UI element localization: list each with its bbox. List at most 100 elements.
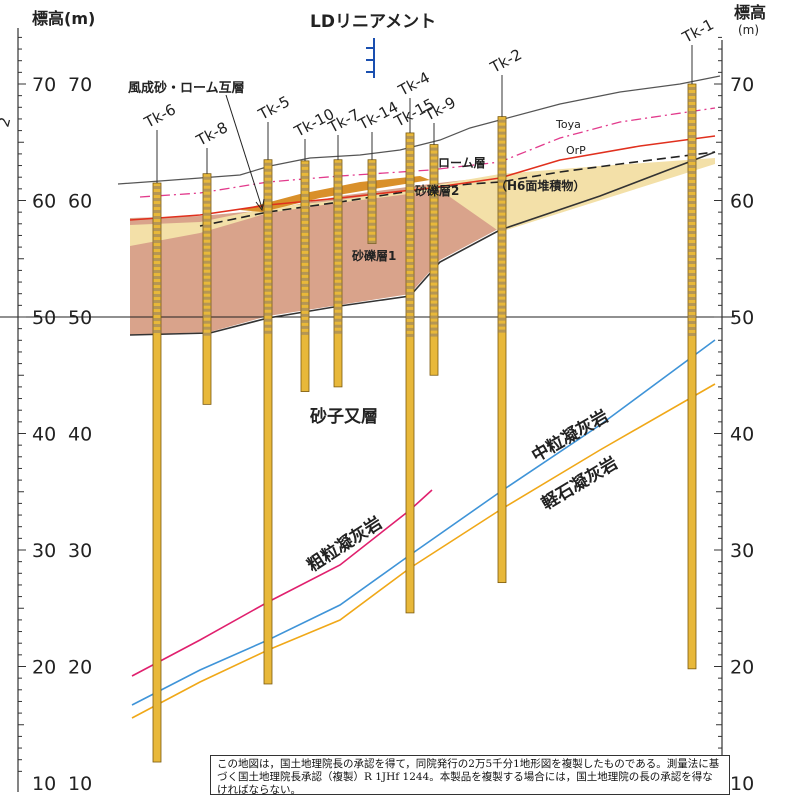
borehole-segment <box>406 165 414 169</box>
borehole-segment <box>498 257 506 261</box>
inner-tick-label: 10 <box>68 773 92 795</box>
borehole-segment <box>498 323 506 327</box>
borehole-label: Tk-15 <box>391 95 438 131</box>
borehole-segment <box>688 261 696 264</box>
borehole-segment <box>688 219 696 222</box>
borehole-segment <box>334 330 342 334</box>
borehole-segment <box>301 169 309 173</box>
borehole-label: Tk-8 <box>193 118 231 150</box>
borehole-segment <box>203 248 211 252</box>
borehole-segment <box>301 301 309 305</box>
borehole-segment <box>688 105 696 108</box>
borehole-segment <box>368 162 376 166</box>
borehole-segment <box>264 192 272 196</box>
borehole-segment <box>430 297 438 301</box>
borehole-segment <box>153 240 161 244</box>
borehole-segment <box>498 245 506 249</box>
loam-label: ローム層 <box>438 156 486 170</box>
borehole-segment <box>430 261 438 265</box>
borehole-segment <box>334 168 342 172</box>
borehole-segment <box>153 216 161 220</box>
borehole-segment <box>334 318 342 322</box>
borehole-segment <box>406 267 414 271</box>
gravel2-label: 砂礫層2 <box>414 183 459 198</box>
borehole-segment <box>368 210 376 214</box>
borehole-segment <box>498 317 506 321</box>
borehole-segment <box>430 303 438 307</box>
borehole-segment <box>334 252 342 256</box>
borehole-segment <box>203 326 211 330</box>
borehole-segment <box>406 249 414 253</box>
borehole-segment <box>688 279 696 282</box>
borehole-segment <box>406 207 414 211</box>
borehole-segment <box>498 203 506 207</box>
borehole-segment <box>688 297 696 300</box>
borehole-segment <box>406 333 414 337</box>
left-tick-label: 30 <box>32 540 56 562</box>
borehole-segment <box>498 269 506 273</box>
borehole-segment <box>406 195 414 199</box>
borehole-segment <box>688 141 696 144</box>
borehole-segment <box>264 330 272 334</box>
borehole-segment <box>688 129 696 132</box>
borehole-segment <box>301 187 309 191</box>
borehole-segment <box>334 186 342 190</box>
borehole-segment <box>430 159 438 163</box>
borehole-segment <box>203 320 211 324</box>
borehole-segment <box>498 185 506 189</box>
borehole-segment <box>406 141 414 145</box>
borehole-segment <box>264 180 272 184</box>
borehole-segment <box>430 309 438 313</box>
borehole-segment <box>406 321 414 325</box>
borehole-segment <box>153 228 161 232</box>
borehole-segment <box>368 240 376 244</box>
borehole-segment <box>406 177 414 181</box>
borehole-segment <box>406 309 414 313</box>
borehole-segment <box>153 252 161 256</box>
borehole-segment <box>203 230 211 234</box>
borehole-segment <box>264 186 272 190</box>
borehole-tk-2: Tk-2 <box>487 45 525 584</box>
borehole-segment <box>430 315 438 319</box>
borehole-segment <box>498 137 506 141</box>
borehole-segment <box>203 260 211 264</box>
borehole-segment <box>498 305 506 309</box>
inner-tick-label: 30 <box>68 540 92 562</box>
borehole-segment <box>688 153 696 156</box>
borehole-segment <box>406 219 414 223</box>
borehole-segment <box>368 204 376 208</box>
borehole-segment <box>406 159 414 163</box>
borehole-segment <box>406 147 414 151</box>
borehole-segment <box>368 228 376 232</box>
borehole-segment <box>688 195 696 198</box>
borehole-segment <box>153 330 161 334</box>
borehole-segment <box>334 276 342 280</box>
borehole-segment <box>301 181 309 185</box>
borehole-segment <box>153 288 161 292</box>
left-tick-label: 20 <box>32 657 56 679</box>
borehole-segment <box>264 174 272 178</box>
right-axis-title: 標高 <box>734 3 766 22</box>
borehole-segment <box>301 289 309 293</box>
borehole-segment <box>153 258 161 262</box>
borehole-segment <box>264 324 272 328</box>
borehole-segment <box>498 293 506 297</box>
borehole-segment <box>406 225 414 229</box>
borehole-segment <box>406 291 414 295</box>
borehole-segment <box>334 174 342 178</box>
left-tick-label: 50 <box>32 307 56 329</box>
borehole-segment <box>264 264 272 268</box>
left-tick-label: 70 <box>32 74 56 96</box>
borehole-segment <box>153 192 161 196</box>
label-leader-line <box>225 94 263 209</box>
borehole-segment <box>153 270 161 274</box>
borehole-segment <box>498 329 506 333</box>
borehole-segment <box>153 282 161 286</box>
borehole-segment <box>498 263 506 267</box>
borehole-segment <box>153 264 161 268</box>
borehole-segment <box>301 217 309 221</box>
borehole-segment <box>301 325 309 329</box>
borehole-segment <box>301 229 309 233</box>
borehole-segment <box>153 312 161 316</box>
borehole-segment <box>498 191 506 195</box>
